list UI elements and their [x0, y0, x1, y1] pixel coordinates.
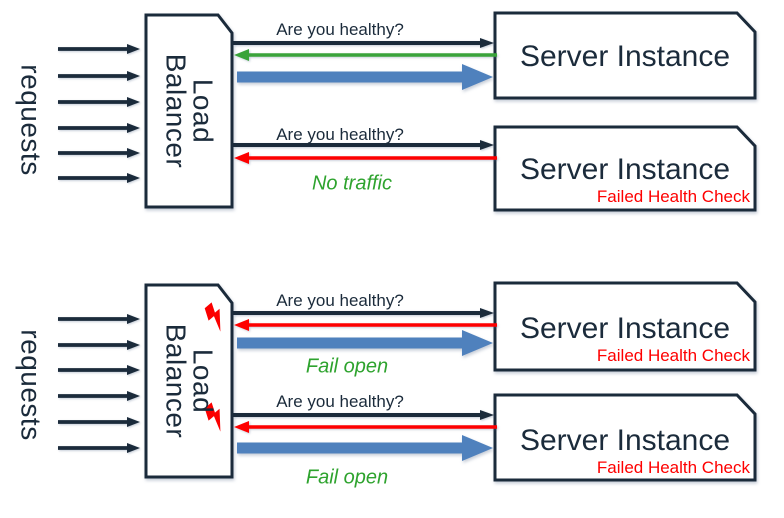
load-balancer-box — [144, 13, 234, 209]
healthy-response-arrow — [234, 49, 497, 61]
server-instance-box — [493, 125, 757, 212]
lightning-bolt-icon — [204, 302, 221, 332]
health-check-arrow — [233, 140, 494, 150]
server-instance-label: Server Instance — [519, 312, 731, 345]
health-check-arrow — [233, 38, 494, 48]
load-balancer-label: Load Balancer — [161, 53, 219, 169]
health-question-label: Are you healthy? — [276, 125, 404, 144]
server-instance-label: Server Instance — [519, 424, 731, 457]
server-instance-box — [493, 281, 757, 372]
failed-response-arrow — [234, 319, 497, 331]
health-check-arrow — [233, 308, 494, 318]
no-traffic-label: No traffic — [311, 172, 393, 195]
health-question-label: Are you healthy? — [276, 392, 404, 411]
request-arrows-bottom — [58, 314, 140, 453]
server-instance-label: Server Instance — [519, 40, 731, 73]
failed-health-check-label: Failed Health Check — [596, 187, 750, 206]
traffic-arrow — [237, 330, 493, 356]
requests-label: requests — [15, 329, 47, 441]
health-check-arrow — [233, 410, 494, 420]
traffic-arrow — [237, 64, 493, 90]
fail-open-label: Fail open — [305, 466, 389, 489]
load-balancer-label: Load Balancer — [161, 323, 219, 439]
request-arrows-top — [58, 44, 140, 183]
server-instance-box — [493, 393, 757, 482]
server-instance-box — [493, 11, 757, 100]
failed-response-arrow — [234, 152, 497, 164]
lightning-bolt-icon — [204, 402, 221, 432]
server-instance-label: Server Instance — [519, 153, 731, 186]
health-question-label: Are you healthy? — [276, 291, 404, 310]
load-balancer-box — [144, 283, 234, 479]
failed-health-check-label: Failed Health Check — [596, 458, 750, 477]
failed-health-check-label: Failed Health Check — [596, 346, 750, 365]
health-question-label: Are you healthy? — [276, 20, 404, 39]
traffic-arrow — [237, 435, 493, 461]
requests-label: requests — [15, 64, 47, 176]
failed-response-arrow — [234, 421, 497, 433]
fail-open-label: Fail open — [305, 355, 389, 378]
